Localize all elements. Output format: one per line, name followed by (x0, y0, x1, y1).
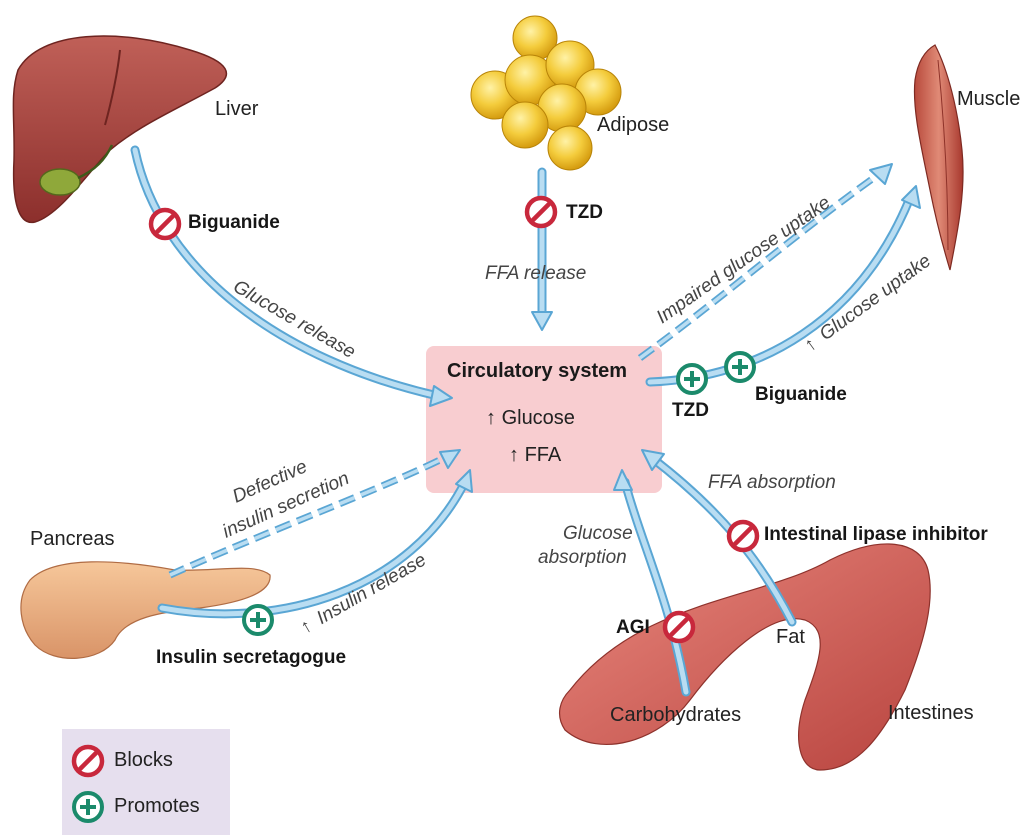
insulin-release-group: ↑ Insulin release (297, 549, 430, 638)
promote-icon (74, 793, 102, 821)
block-icon (74, 747, 102, 775)
block-icon (527, 198, 555, 226)
ffa-level: ↑ FFA (509, 444, 561, 467)
intestinal-lipase-inhibitor-label: Intestinal lipase inhibitor (764, 524, 988, 546)
muscle-illustration (914, 45, 963, 270)
legend-promotes-label: Promotes (114, 795, 200, 818)
promote-icon (244, 606, 272, 634)
ffa-absorption-label: FFA absorption (708, 472, 836, 494)
tzd-adipose-label: TZD (566, 202, 603, 224)
fat-label: Fat (776, 626, 805, 649)
glucose-uptake-up-arrow: ↑ (801, 333, 821, 356)
intestines-illustration (560, 544, 931, 770)
biguanide-muscle-label: Biguanide (755, 384, 847, 406)
impaired-glucose-uptake-label: Impaired glucose uptake (653, 192, 835, 328)
tzd-muscle-label: TZD (672, 400, 709, 422)
ffa-text: FFA (525, 444, 562, 466)
promote-icon (726, 353, 754, 381)
glucose-absorption-label-line1: Glucose (563, 523, 633, 545)
muscle-label: Muscle (957, 88, 1020, 111)
circulatory-system-title: Circulatory system (447, 360, 627, 383)
liver-illustration (13, 36, 226, 222)
pancreas-label: Pancreas (30, 528, 115, 551)
svg-text:↑ Insulin release: ↑ Insulin release (297, 549, 430, 638)
glucose-level: ↑ Glucose (486, 407, 575, 430)
glucose-text: Glucose (502, 407, 575, 429)
glucose-release-label: Glucose release (230, 276, 359, 363)
glucose-up-arrow: ↑ (486, 407, 496, 429)
insulin-release-label: Insulin release (313, 549, 430, 628)
carbohydrates-label: Carbohydrates (610, 704, 741, 727)
insulin-secretagogue-label: Insulin secretagogue (156, 647, 346, 669)
biguanide-liver-label: Biguanide (188, 212, 280, 234)
intestines-label: Intestines (888, 702, 974, 725)
ffa-up-arrow: ↑ (509, 444, 519, 466)
legend-blocks-label: Blocks (114, 749, 173, 772)
liver-label: Liver (215, 98, 258, 121)
promote-icon (678, 365, 706, 393)
glucose-absorption-label-line2: absorption (538, 547, 627, 569)
block-icon (151, 210, 179, 238)
ffa-release-label: FFA release (485, 263, 586, 285)
block-icon (729, 522, 757, 550)
insulin-release-up-arrow: ↑ (297, 615, 316, 638)
adipose-illustration (471, 16, 621, 170)
agi-label: AGI (616, 617, 650, 639)
block-icon (665, 613, 693, 641)
adipose-label: Adipose (597, 114, 669, 137)
